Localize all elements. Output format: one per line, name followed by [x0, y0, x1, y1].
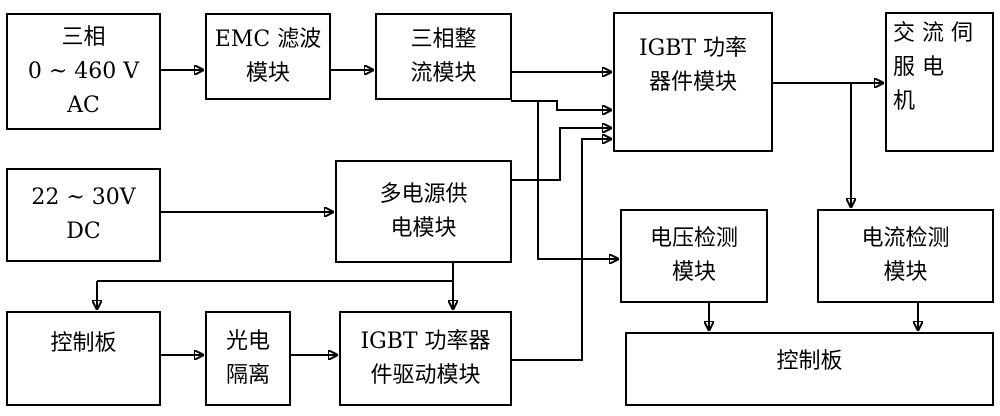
- multi-power-box: 多电源供 电模块: [335, 160, 512, 263]
- arrow-power-to-igbt: [511, 128, 611, 181]
- igbt-power-label: IGBT 功率 器件模块: [638, 35, 748, 95]
- arrow-rectifier-bus-to-igbt: [511, 100, 611, 110]
- opto-isolation-box: 光电 隔离: [205, 311, 291, 406]
- control-board-left-label: 控制板: [50, 330, 117, 356]
- voltage-detect-box: 电压检测 模块: [620, 209, 768, 303]
- emc-filter-box: EMC 滤波 模块: [205, 13, 331, 100]
- emc-filter-label: EMC 滤波 模块: [214, 26, 322, 86]
- dc-input-box: 22 ~ 30V DC: [6, 168, 161, 262]
- igbt-power-box: IGBT 功率 器件模块: [613, 12, 773, 152]
- control-board-right-label: 控制板: [776, 349, 843, 374]
- current-detect-box: 电流检测 模块: [817, 209, 994, 303]
- igbt-driver-box: IGBT 功率器 件驱动模块: [339, 311, 512, 406]
- rectifier-label: 三相整 流模块: [410, 26, 477, 86]
- control-board-right-box: 控制板: [625, 332, 994, 406]
- igbt-driver-label: IGBT 功率器 件驱动模块: [360, 328, 491, 388]
- multi-power-label: 多电源供 电模块: [379, 181, 468, 241]
- servo-motor-label: 交 流 伺 服 电 机: [893, 21, 973, 115]
- rectifier-box: 三相整 流模块: [375, 13, 512, 100]
- control-board-left-box: 控制板: [6, 311, 161, 406]
- opto-isolation-label: 光电 隔离: [225, 328, 270, 388]
- arrow-to-voltage-detect: [537, 101, 618, 259]
- servo-motor-box: 交 流 伺 服 电 机: [885, 12, 994, 152]
- current-detect-label: 电流检测 模块: [861, 226, 950, 285]
- dc-input-label: 22 ~ 30V DC: [31, 185, 136, 244]
- ac-input-box: 三相 0 ~ 460 V AC: [6, 13, 161, 130]
- voltage-detect-label: 电压检测 模块: [649, 226, 738, 285]
- ac-input-label: 三相 0 ~ 460 V AC: [27, 24, 140, 118]
- arrow-driver-to-igbt: [511, 139, 611, 361]
